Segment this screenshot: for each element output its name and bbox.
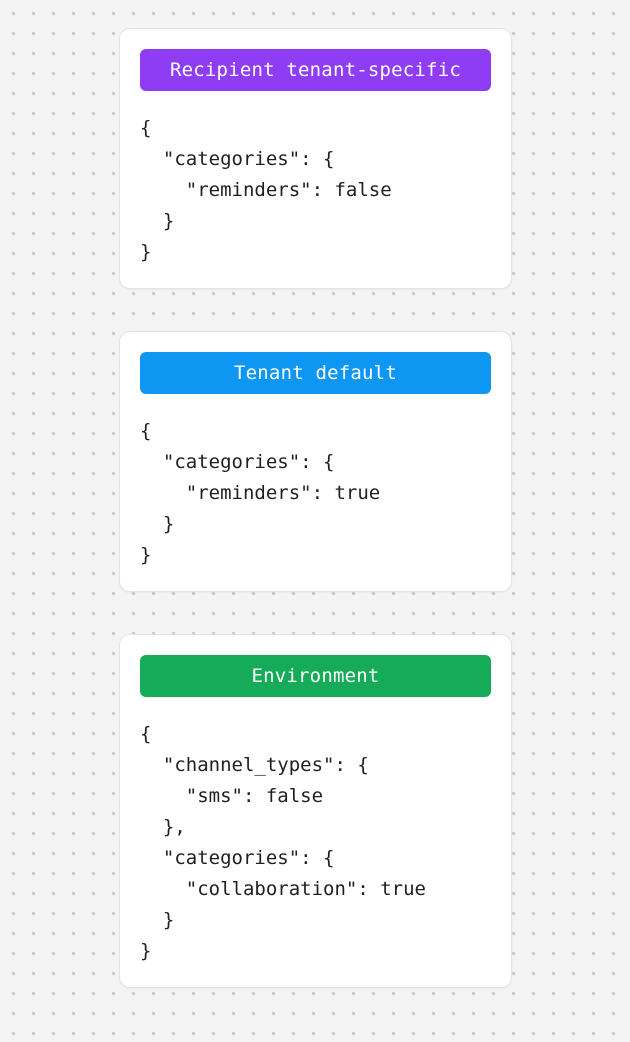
card-recipient-tenant-specific: Recipient tenant-specific { "categories"… (119, 28, 512, 289)
card-tenant-default: Tenant default { "categories": { "remind… (119, 331, 512, 592)
card-json-tenant-default: { "categories": { "reminders": true } } (140, 420, 381, 566)
card-header-recipient-tenant-specific: Recipient tenant-specific (140, 49, 491, 91)
card-header-tenant-default: Tenant default (140, 352, 491, 394)
card-json-environment: { "channel_types": { "sms": false }, "ca… (140, 723, 426, 962)
card-json-recipient-tenant-specific: { "categories": { "reminders": false } } (140, 117, 392, 263)
card-environment: Environment { "channel_types": { "sms": … (119, 634, 512, 988)
card-header-environment: Environment (140, 655, 491, 697)
